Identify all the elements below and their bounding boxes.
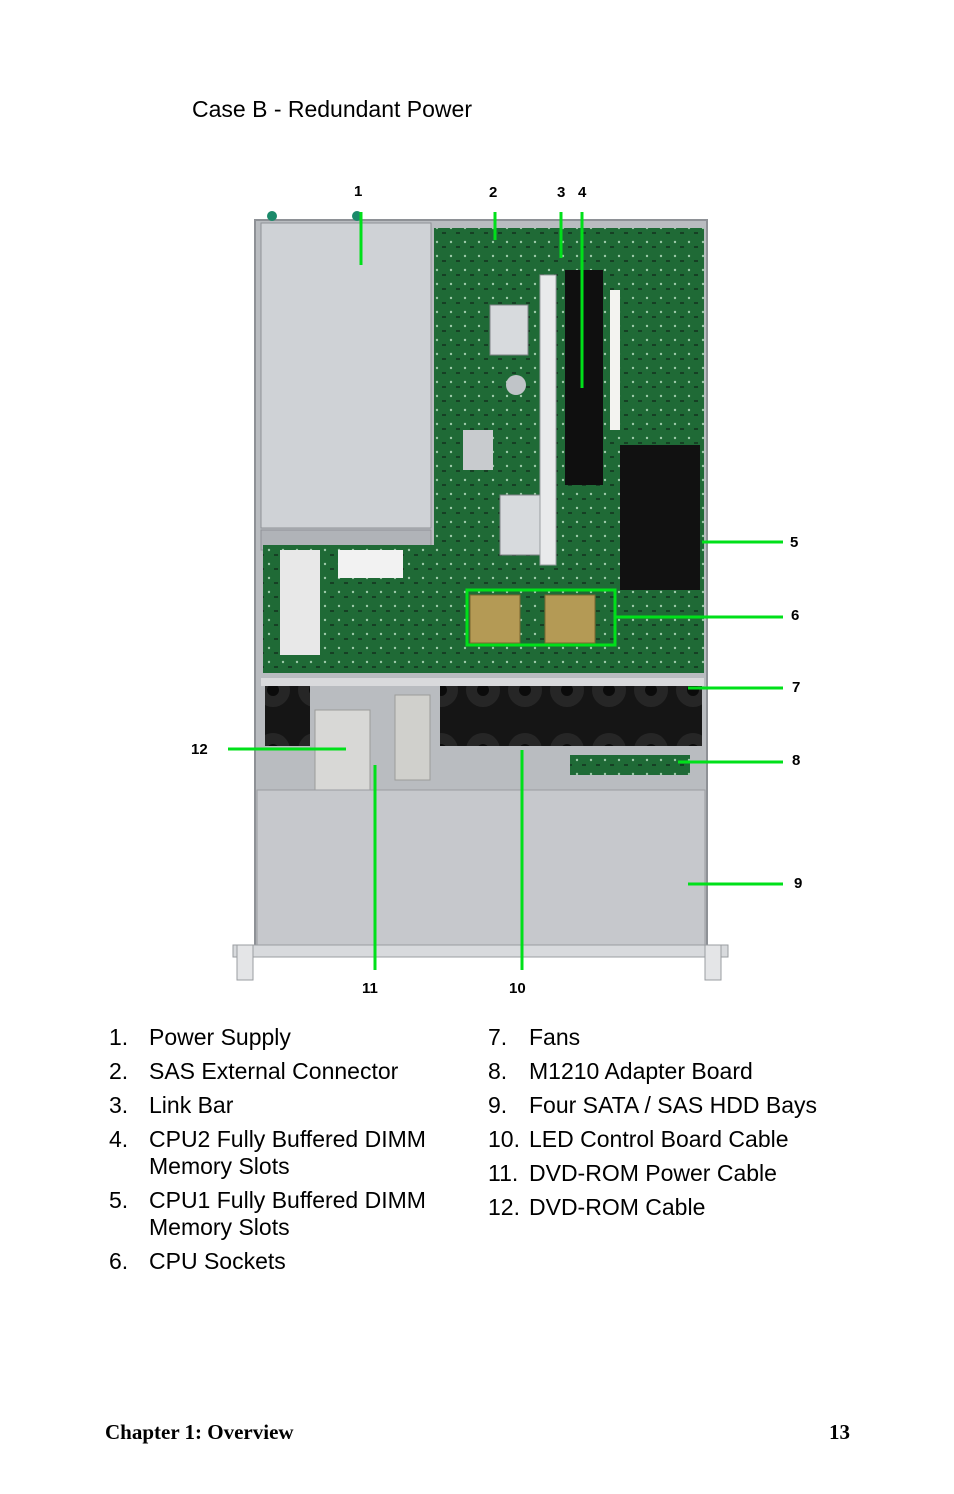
fan-bar (261, 678, 704, 791)
callout-10: 10 (509, 980, 526, 997)
callout-1: 1 (354, 183, 362, 200)
callout-pointers (228, 212, 783, 970)
section-subtitle: Case B - Redundant Power (192, 96, 472, 122)
callout-12: 12 (191, 741, 208, 758)
legend-item: 3.Link Bar (109, 1092, 234, 1118)
callout-3: 3 (557, 184, 565, 201)
legend-item: 5.CPU1 Fully Buffered DIMM Memory Slots (109, 1187, 426, 1240)
legend-item: 8.M1210 Adapter Board (488, 1058, 753, 1084)
motherboard (263, 228, 704, 673)
callout-7: 7 (792, 679, 800, 696)
callout-6: 6 (791, 607, 799, 624)
legend-left-column: 1.Power Supply 2.SAS External Connector … (109, 1024, 459, 1282)
legend-item: 11.DVD-ROM Power Cable (488, 1160, 777, 1186)
legend-item: 4.CPU2 Fully Buffered DIMM Memory Slots (109, 1126, 426, 1179)
hdd-bay-cover (256, 789, 706, 946)
callout-11: 11 (362, 980, 378, 997)
callout-9: 9 (794, 875, 802, 892)
legend-item: 1.Power Supply (109, 1024, 291, 1050)
callout-2: 2 (489, 184, 497, 201)
footer-page-number: 13 (829, 1420, 850, 1444)
callout-4: 4 (578, 184, 587, 201)
legend-item: 12.DVD-ROM Cable (488, 1194, 706, 1220)
server-chassis-figure: 1 2 3 4 5 6 7 8 9 10 11 12 (191, 183, 802, 997)
legend-right-column: 7.Fans 8.M1210 Adapter Board 9.Four SATA… (488, 1024, 858, 1228)
footer-chapter: Chapter 1: Overview (105, 1420, 294, 1444)
legend-item: 9.Four SATA / SAS HDD Bays (488, 1092, 818, 1118)
callout-8: 8 (792, 752, 800, 769)
legend-item: 7.Fans (488, 1024, 581, 1050)
legend-item: 2.SAS External Connector (109, 1058, 399, 1084)
legend-item: 10.LED Control Board Cable (488, 1126, 789, 1152)
legend-item: 6.CPU Sockets (109, 1248, 286, 1274)
callout-5: 5 (790, 534, 798, 551)
power-supply (260, 211, 432, 551)
